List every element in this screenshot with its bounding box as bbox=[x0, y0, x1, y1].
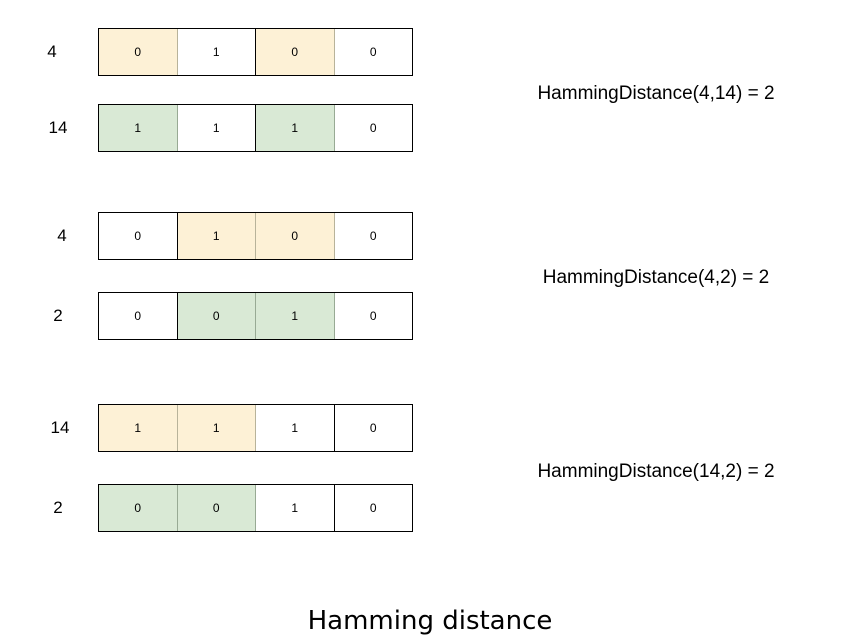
bit-cell: 0 bbox=[256, 29, 335, 75]
hamming-distance-equation: HammingDistance(4,14) = 2 bbox=[537, 83, 775, 104]
bit-cell: 1 bbox=[256, 485, 335, 531]
bit-cell: 0 bbox=[256, 213, 335, 259]
bit-cell: 0 bbox=[369, 229, 377, 243]
hamming-distance-equation: HammingDistance(4,2) = 2 bbox=[542, 267, 770, 288]
bit-cell: 1 bbox=[178, 105, 256, 151]
bit-cell: 0 bbox=[369, 501, 377, 515]
hamming-distance-equation: HammingDistance(14,2) = 2 bbox=[537, 461, 775, 482]
bit-cell: 1 bbox=[177, 213, 256, 259]
bit-cell: 1 bbox=[99, 105, 178, 151]
diagram-caption: Hamming distance bbox=[307, 606, 553, 636]
bit-cell: 0 bbox=[99, 213, 178, 259]
bit-cell: 0 bbox=[99, 293, 178, 339]
row-label: 2 bbox=[53, 498, 63, 517]
bit-cell: 0 bbox=[99, 29, 178, 75]
bit-cell: 0 bbox=[99, 485, 178, 531]
bit-cell: 0 bbox=[369, 45, 377, 59]
bit-cell: 0 bbox=[177, 293, 256, 339]
bit-cell: 0 bbox=[369, 421, 377, 435]
row-label: 2 bbox=[53, 306, 63, 325]
bit-cell: 0 bbox=[177, 485, 256, 531]
row-label: 4 bbox=[47, 42, 57, 61]
bit-cell: 1 bbox=[256, 405, 335, 451]
row-label: 14 bbox=[48, 118, 68, 137]
bit-cell: 1 bbox=[256, 105, 335, 151]
bit-cell: 1 bbox=[178, 29, 256, 75]
bit-cell: 1 bbox=[99, 405, 178, 451]
row-label: 4 bbox=[57, 226, 67, 245]
bit-cell: 1 bbox=[177, 405, 256, 451]
bit-cell: 1 bbox=[256, 293, 335, 339]
bit-cell: 0 bbox=[369, 309, 377, 323]
bit-cell: 0 bbox=[369, 121, 377, 135]
row-label: 14 bbox=[50, 418, 70, 437]
